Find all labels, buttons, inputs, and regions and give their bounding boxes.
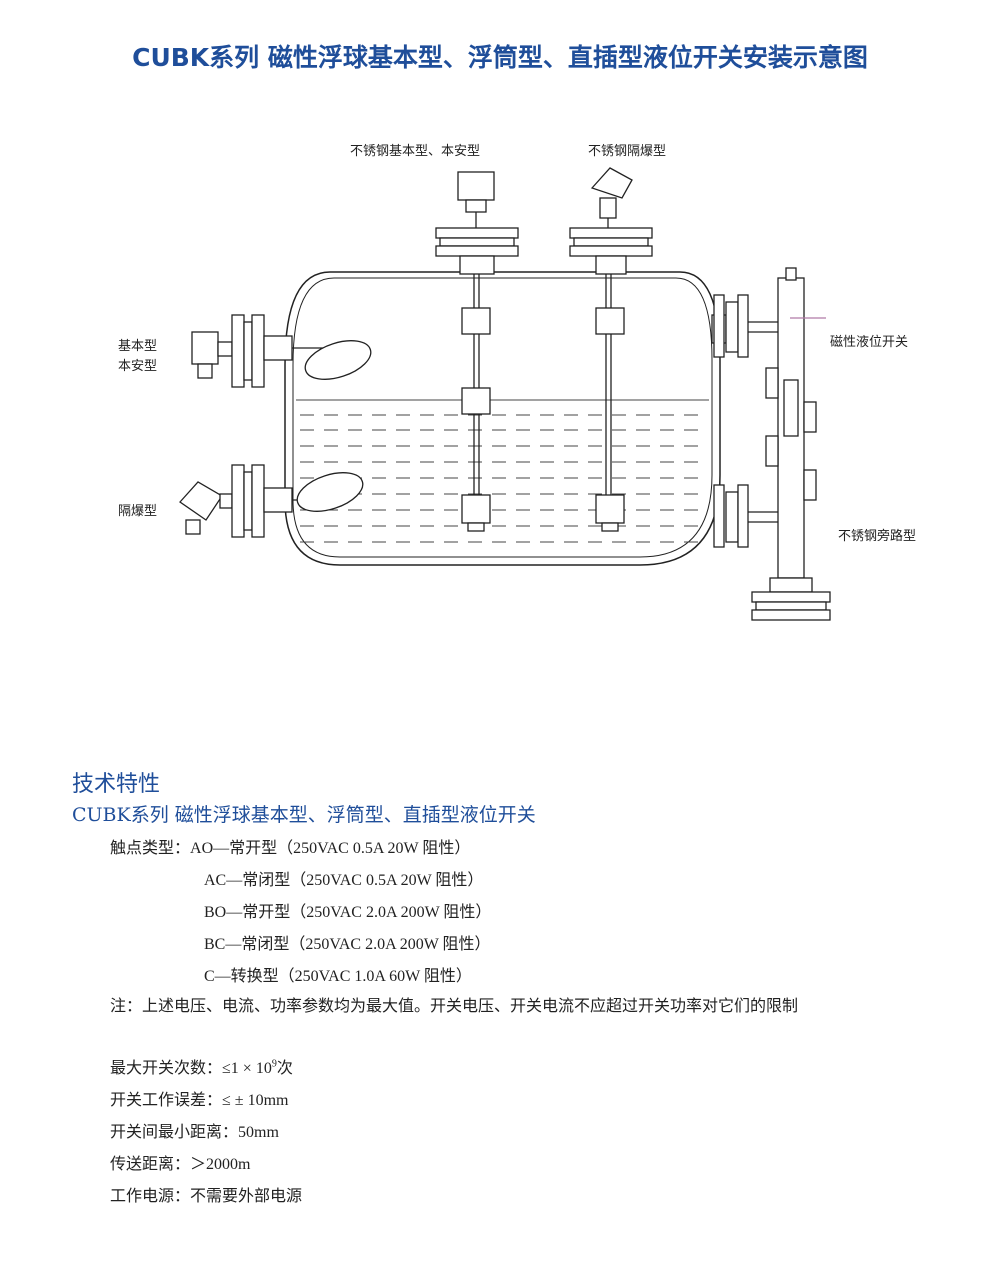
contact-type-row: 触点类型：AO—常开型（250VAC 0.5A 20W 阻性） [110,834,470,858]
bypass-chamber [711,267,831,621]
max-cycles-prefix: ≤1 × 10 [222,1060,272,1077]
section-subtitle: CUBK系列 磁性浮球基本型、浮筒型、直插型液位开关 [72,804,536,826]
section-heading: 技术特性 [72,772,161,797]
page-title: CUBK系列 磁性浮球基本型、浮筒型、直插型液位开关安装示意图 [132,43,868,72]
power-supply: 工作电源：不需要外部电源 [110,1188,303,1205]
switch-error: 开关工作误差：≤ ± 10mm [110,1092,289,1109]
left-basic-switch [191,314,372,388]
max-cycles-label: 最大开关次数： [110,1060,223,1077]
tank-body [284,271,721,566]
transmission-distance: 传送距离：＞2000m [110,1156,251,1173]
label-left-basic: 基本型 [118,339,157,354]
label-top-explosion: 不锈钢隔爆型 [588,144,666,159]
contact-bo: BO—常开型（250VAC 2.0A 200W 阻性） [204,904,492,921]
max-cycles: 最大开关次数：≤1 × 109次 [110,1054,293,1078]
liquid-level-lines [296,399,709,543]
contact-ao: AO—常开型（250VAC 0.5A 20W 阻性） [190,840,471,857]
left-explosion-switch [179,464,364,538]
installation-diagram: 不锈钢基本型、本安型 不锈钢隔爆型 基本型 本安型 隔爆型 磁性液位开关 不锈钢… [118,144,916,621]
label-right-bypass: 不锈钢旁路型 [838,528,916,544]
contact-c: C—转换型（250VAC 1.0A 60W 阻性） [204,968,472,985]
top-explosion-switch [569,167,653,532]
label-left-intrinsic: 本安型 [118,359,157,374]
max-cycles-suffix: 次 [276,1060,293,1077]
note: 注：上述电压、电流、功率参数均为最大值。开关电压、开关电流不应超过开关功率对它们… [110,998,799,1015]
label-top-basic: 不锈钢基本型、本安型 [350,144,480,159]
label-left-explosion: 隔爆型 [118,504,157,519]
max-cycles-exp: 9 [271,1058,277,1070]
top-basic-switch [435,171,519,532]
contact-bc: BC—常闭型（250VAC 2.0A 200W 阻性） [204,936,491,953]
label-right-switch: 磁性液位开关 [830,335,908,350]
contact-ac: AC—常闭型（250VAC 0.5A 20W 阻性） [204,872,484,889]
contact-type-label: 触点类型： [110,840,191,857]
min-distance: 开关间最小距离：50mm [110,1124,279,1141]
